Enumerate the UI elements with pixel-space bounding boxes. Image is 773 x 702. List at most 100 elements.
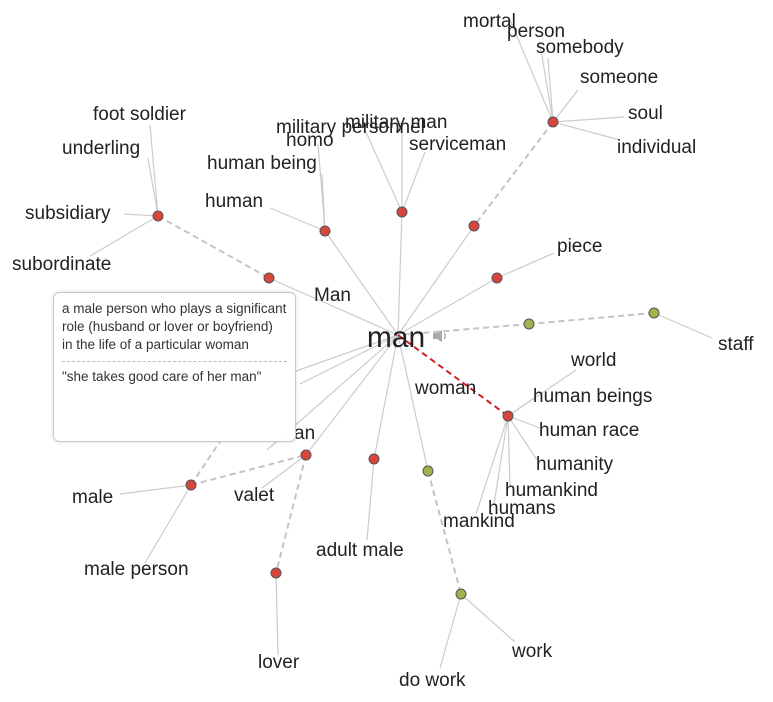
- word-label-man-cap[interactable]: Man: [314, 285, 351, 306]
- word-label-person[interactable]: person: [507, 21, 565, 42]
- graph-edges: [89, 19, 713, 669]
- word-label-lover[interactable]: lover: [258, 652, 300, 673]
- word-label-adult-male[interactable]: adult male: [316, 540, 404, 561]
- word-label-an-fragment[interactable]: an: [294, 423, 315, 444]
- graph-edge: [268, 277, 399, 336]
- word-label-male-person[interactable]: male person: [84, 559, 189, 580]
- definition-tooltip: a male person who plays a significant ro…: [53, 292, 296, 442]
- graph-edge: [299, 334, 399, 385]
- tooltip-example: "she takes good care of her man": [62, 369, 262, 384]
- word-label-individual[interactable]: individual: [617, 137, 696, 158]
- graph-edge: [305, 334, 399, 456]
- graph-edge: [119, 484, 192, 495]
- synset-node-valet-hub[interactable]: [300, 449, 312, 461]
- synset-node-world-hub[interactable]: [502, 410, 514, 422]
- graph-edge: [507, 415, 538, 461]
- word-label-woman[interactable]: woman: [414, 378, 476, 399]
- synset-node-mortal-hub[interactable]: [547, 116, 559, 128]
- synset-node-male-hub[interactable]: [185, 479, 197, 491]
- graph-edge: [401, 151, 426, 213]
- graph-edge: [269, 207, 326, 232]
- speaker-icon[interactable]: [433, 330, 447, 342]
- word-label-somebody[interactable]: somebody: [536, 37, 624, 58]
- word-label-piece[interactable]: piece: [557, 236, 602, 257]
- graph-edge: [89, 215, 159, 257]
- word-label-military-personnel[interactable]: military personnel: [276, 117, 425, 138]
- graph-edge: [427, 470, 462, 595]
- graph-edge: [366, 458, 375, 541]
- word-label-do-work[interactable]: do work: [399, 670, 466, 691]
- word-label-underling[interactable]: underling: [62, 138, 140, 159]
- word-label-world[interactable]: world: [570, 350, 616, 371]
- graph-edge: [547, 57, 554, 123]
- synset-node-sub[interactable]: [152, 210, 164, 222]
- graph-edge: [292, 334, 399, 373]
- word-label-humans[interactable]: humans: [488, 498, 556, 519]
- word-label-human-beings[interactable]: human beings: [533, 386, 652, 407]
- graph-edge: [552, 121, 621, 141]
- graph-edge: [190, 439, 222, 486]
- word-label-human[interactable]: human: [205, 191, 263, 212]
- synset-node-adult[interactable]: [368, 453, 380, 465]
- word-label-work[interactable]: work: [511, 641, 553, 662]
- graph-edge: [324, 230, 399, 336]
- graph-edge: [275, 572, 279, 656]
- graph-edge: [473, 121, 554, 227]
- word-label-homo[interactable]: homo: [286, 130, 334, 151]
- graph-edge: [144, 484, 192, 564]
- synset-node-upper-mid[interactable]: [468, 220, 480, 232]
- graph-edge: [507, 415, 511, 487]
- synset-node-human[interactable]: [319, 225, 331, 237]
- synset-node-work-far[interactable]: [455, 588, 467, 600]
- graph-edge: [147, 157, 159, 217]
- antonym-edge: [397, 334, 509, 417]
- graph-edge: [364, 129, 403, 213]
- word-label-mankind[interactable]: mankind: [443, 511, 515, 532]
- word-label-human-being[interactable]: human being: [207, 153, 317, 174]
- graph-edge: [397, 211, 403, 336]
- graph-edge: [397, 323, 530, 336]
- synset-node-work-near[interactable]: [422, 465, 434, 477]
- synset-node-man-cap[interactable]: [263, 272, 275, 284]
- word-label-humanity[interactable]: humanity: [536, 454, 614, 475]
- word-label-staff[interactable]: staff: [718, 334, 754, 355]
- graph-edge: [397, 334, 429, 472]
- word-label-someone[interactable]: someone: [580, 67, 658, 88]
- graph-edge: [157, 215, 270, 279]
- graph-edge: [653, 312, 713, 339]
- graph-edge: [460, 593, 516, 643]
- tooltip-divider: [62, 361, 287, 362]
- graph-edge: [439, 593, 462, 669]
- graph-edge: [321, 173, 326, 232]
- word-label-subsidiary[interactable]: subsidiary: [25, 203, 111, 224]
- word-label-male[interactable]: male: [72, 487, 113, 508]
- graph-edge: [397, 277, 498, 336]
- word-label-serviceman[interactable]: serviceman: [409, 134, 506, 155]
- word-label-military-man[interactable]: military man: [345, 112, 447, 133]
- word-label-foot-soldier[interactable]: foot soldier: [93, 104, 187, 125]
- word-label-humankind[interactable]: humankind: [505, 480, 598, 501]
- word-label-human-race[interactable]: human race: [539, 420, 639, 441]
- graph-edge: [397, 225, 475, 336]
- synset-node-lover[interactable]: [270, 567, 282, 579]
- synset-node-staff-near[interactable]: [523, 318, 535, 330]
- word-label-subordinate[interactable]: subordinate: [12, 254, 111, 275]
- word-label-valet[interactable]: valet: [234, 485, 275, 506]
- synset-node-piece[interactable]: [491, 272, 503, 284]
- graph-edge: [275, 454, 307, 574]
- graph-edge: [261, 454, 307, 489]
- graph-edge: [507, 415, 541, 429]
- synset-node-staff-far[interactable]: [648, 307, 660, 319]
- graph-edge: [496, 252, 555, 279]
- word-label-mortal[interactable]: mortal: [463, 11, 516, 32]
- graph-edge: [475, 415, 509, 515]
- synset-node-military[interactable]: [396, 206, 408, 218]
- graph-edge: [373, 334, 399, 460]
- graph-nodes: [152, 116, 660, 600]
- graph-edge: [528, 312, 655, 325]
- graph-edge: [149, 124, 159, 217]
- graph-edge: [552, 89, 579, 123]
- word-label-soul[interactable]: soul: [628, 103, 663, 124]
